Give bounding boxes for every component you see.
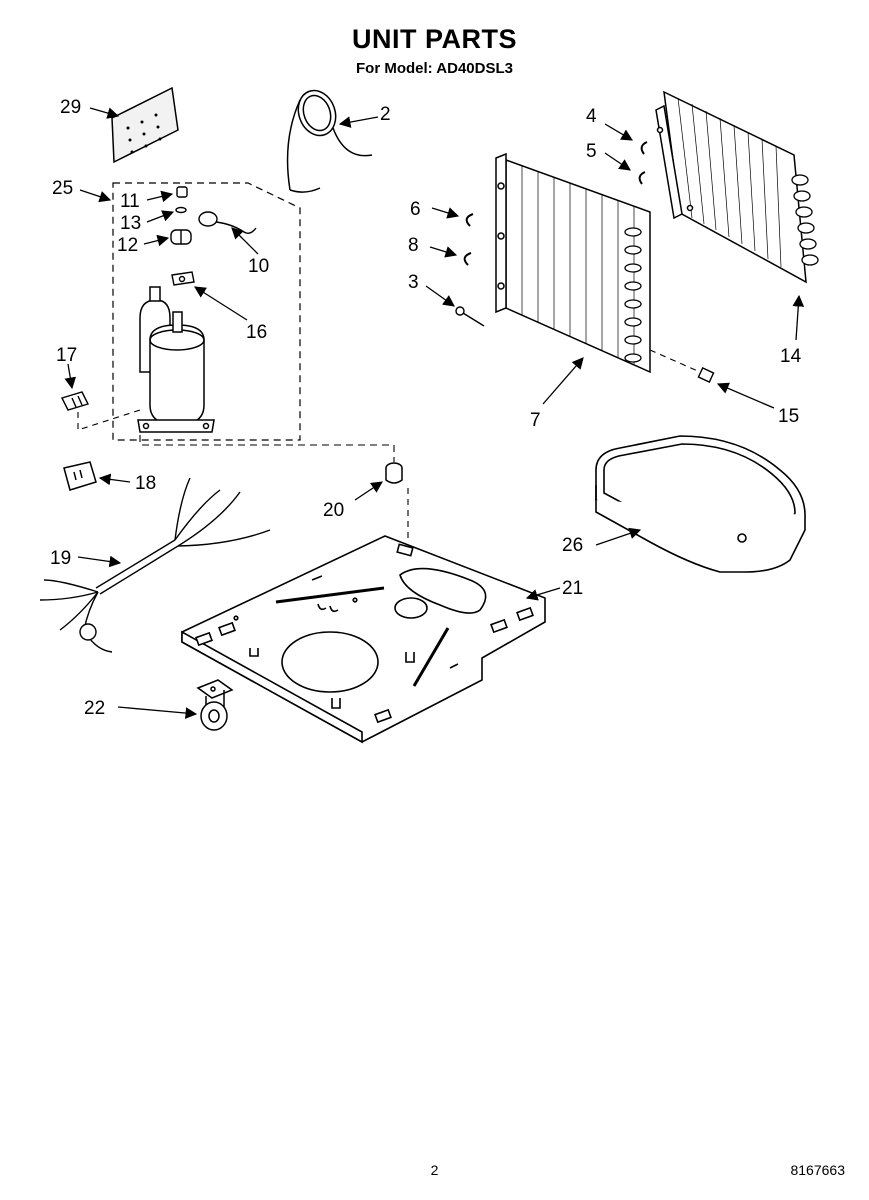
leader-22: [117, 706, 198, 719]
part-26-drain-tray: [595, 435, 806, 573]
callout-25: 25: [52, 178, 73, 199]
callout-14: 14: [780, 346, 802, 367]
callout-26: 26: [562, 535, 583, 556]
part-19-wire-harness: [39, 477, 271, 653]
leader-20: [354, 481, 383, 501]
part-22-caster: [196, 679, 234, 731]
part-18-relay: [63, 461, 97, 491]
callout-20: 20: [323, 500, 344, 521]
leader-16: [194, 286, 248, 321]
part-20-isolator: [385, 462, 403, 484]
leader-19: [77, 555, 122, 568]
leader-13: [146, 210, 175, 223]
leader-26: [595, 527, 642, 546]
leader-2: [338, 116, 379, 128]
leader-10: [231, 227, 259, 255]
part-13-washer: [175, 206, 187, 214]
leader-17: [64, 363, 77, 390]
page-title: UNIT PARTS: [352, 24, 517, 54]
part-8-clip: [463, 252, 472, 266]
callout-15: 15: [778, 406, 799, 427]
leader-5: [604, 152, 631, 171]
part-11-grommet: [176, 186, 188, 198]
part-10-terminal-cover: [198, 211, 257, 235]
callout-2: 2: [380, 104, 391, 125]
callout-10: 10: [248, 256, 269, 277]
document-number: 8167663: [790, 1162, 845, 1178]
dashed-link-17: [77, 409, 141, 431]
leader-3: [425, 285, 455, 307]
dashed-link-15: [649, 349, 701, 373]
callout-18: 18: [135, 473, 156, 494]
callout-5: 5: [586, 141, 597, 162]
part-7-condenser-coil: [495, 152, 651, 374]
callout-8: 8: [408, 235, 419, 256]
dashed-link-compressor-base: [139, 435, 395, 462]
leader-6: [431, 207, 460, 219]
leader-15: [716, 382, 775, 409]
part-14-evaporator-coil: [655, 90, 819, 284]
callout-19: 19: [50, 548, 71, 569]
leader-25: [79, 189, 112, 203]
callout-11: 11: [120, 191, 140, 212]
callout-21: 21: [562, 578, 583, 599]
callout-29: 29: [60, 97, 81, 118]
part-12-overload: [170, 229, 192, 245]
part-3-screw: [455, 306, 485, 327]
callout-16: 16: [246, 322, 267, 343]
callout-22: 22: [84, 698, 105, 719]
part-5-clip: [638, 171, 646, 185]
callout-3: 3: [408, 272, 419, 293]
part-15-valve: [697, 367, 715, 383]
part-21-base-pan: [181, 535, 546, 744]
part-25-compressor-kit-outline: [112, 182, 301, 441]
callout-12: 12: [117, 235, 138, 256]
part-2-exhaust-hose: [286, 89, 373, 193]
callout-4: 4: [586, 106, 597, 127]
leader-8: [429, 246, 458, 258]
callout-7: 7: [530, 410, 541, 431]
page-number: 2: [430, 1162, 439, 1178]
callout-17: 17: [56, 345, 77, 366]
leader-14: [792, 294, 805, 341]
leader-4: [604, 123, 634, 141]
leader-21: [525, 587, 561, 601]
part-17-clip: [61, 391, 89, 411]
leader-18: [98, 473, 131, 486]
part-6-clip: [465, 213, 474, 227]
part-4-clip: [640, 141, 648, 155]
model-subtitle: For Model: AD40DSL3: [356, 60, 513, 77]
leader-29: [89, 107, 120, 119]
callout-6: 6: [410, 199, 421, 220]
part-16-mount-bracket: [171, 271, 195, 286]
part-29-filter-panel: [111, 86, 179, 164]
leader-11: [146, 190, 174, 203]
leader-7: [542, 357, 584, 405]
leader-12: [143, 234, 170, 247]
compressor: [137, 286, 215, 433]
callout-13: 13: [120, 213, 141, 234]
